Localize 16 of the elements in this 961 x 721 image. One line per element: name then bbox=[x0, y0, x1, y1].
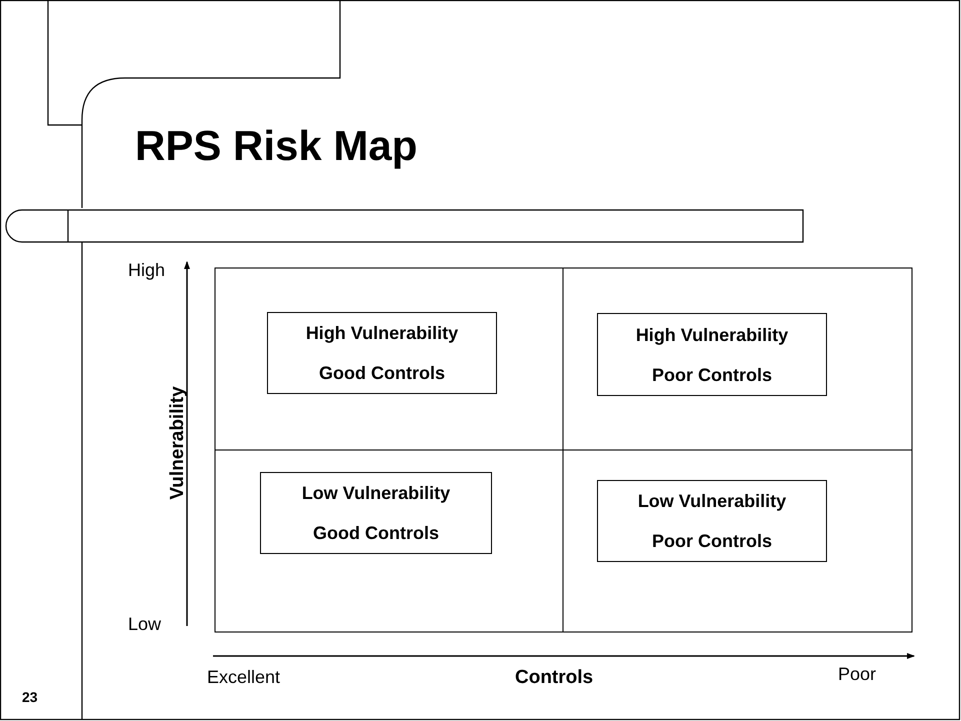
axis-title: Controls bbox=[515, 667, 594, 689]
axis-title: Vulnerability bbox=[167, 386, 189, 500]
quadrant-box bbox=[597, 313, 827, 396]
axis-tick-label: High bbox=[128, 260, 166, 281]
quadrant-box bbox=[260, 472, 492, 554]
quadrant-label: Low Vulnerability Poor Controls bbox=[636, 490, 788, 553]
slide-title: RPS Risk Map bbox=[135, 122, 418, 170]
quadrant-box bbox=[597, 480, 827, 562]
quadrant-box bbox=[267, 312, 497, 394]
axis-tick-label: Poor bbox=[838, 664, 876, 685]
axis-tick-label: Low bbox=[128, 614, 162, 635]
quadrant-label: Low Vulnerability Good Controls bbox=[300, 482, 452, 545]
quadrant-label: High Vulnerability Poor Controls bbox=[634, 324, 790, 386]
page-number: 23 bbox=[22, 689, 38, 705]
axis-tick-label: Excellent bbox=[207, 667, 280, 688]
quadrant-label: High Vulnerability Good Controls bbox=[304, 322, 460, 385]
